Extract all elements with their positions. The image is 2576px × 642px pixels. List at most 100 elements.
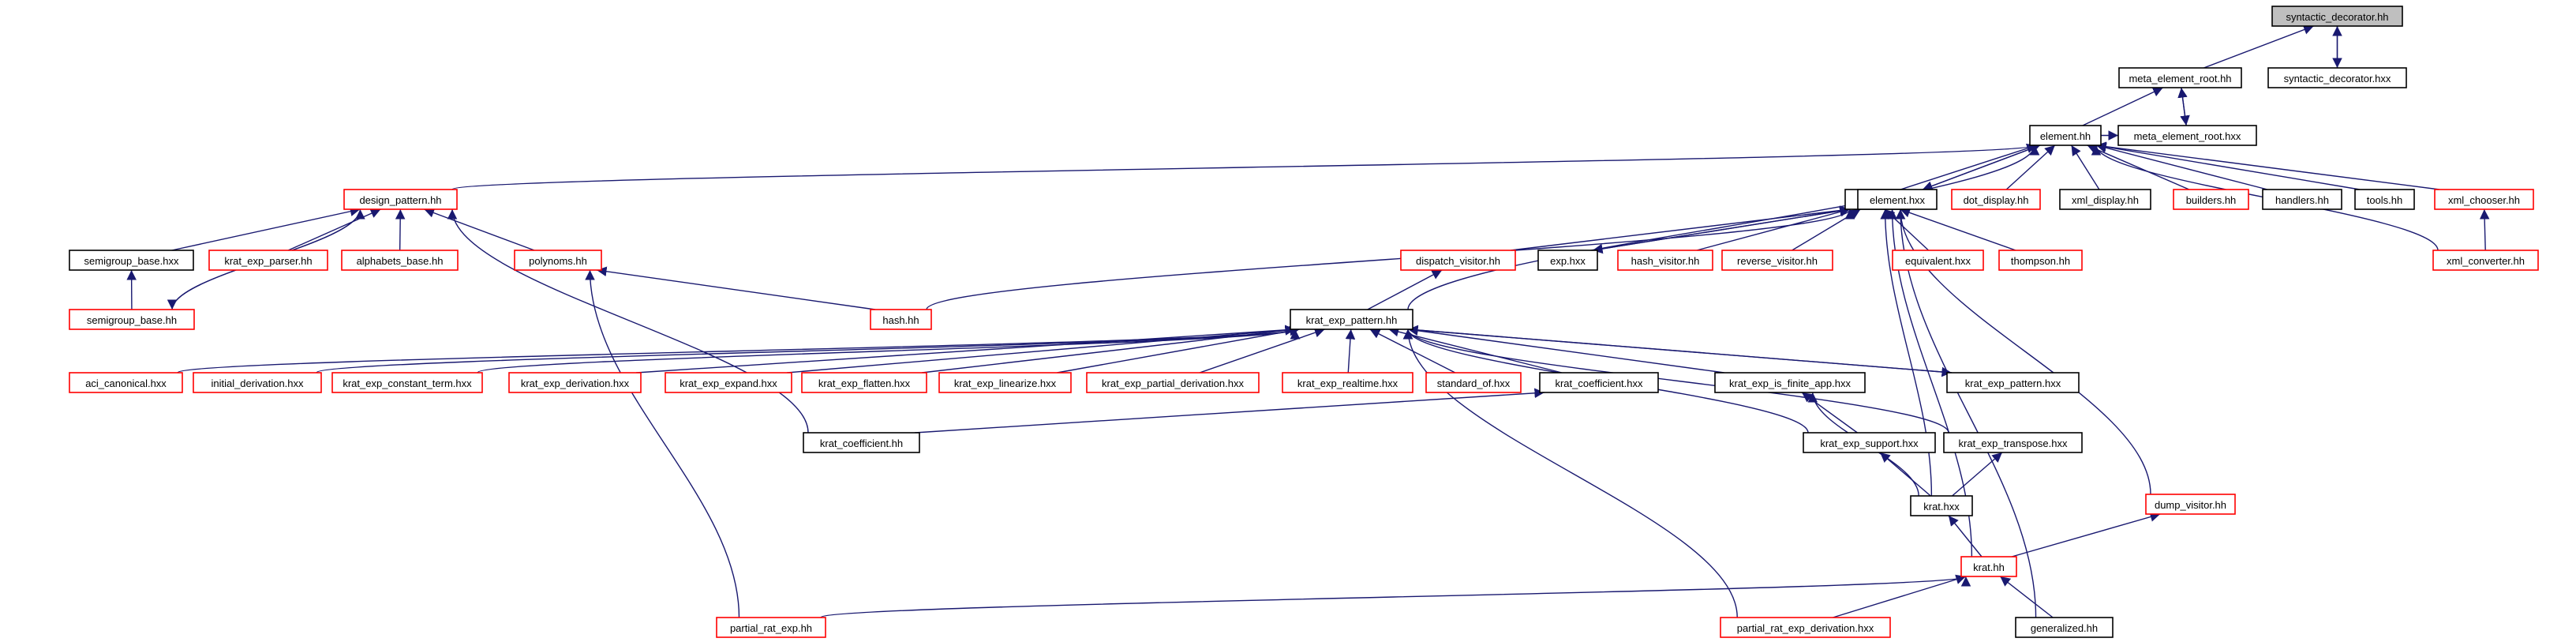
edge-exp-hh-to-element-hh bbox=[1900, 143, 2038, 190]
node-krat-coefficient-hh[interactable]: krat_coefficient.hh bbox=[803, 432, 920, 453]
edge-hash-hh-to-polynoms-hh bbox=[596, 266, 876, 310]
node-krat-exp-parser-hh[interactable]: krat_exp_parser.hh bbox=[208, 250, 328, 271]
node-hash-visitor-hh[interactable]: hash_visitor.hh bbox=[1617, 250, 1713, 271]
node-label: equivalent.hxx bbox=[1905, 255, 1971, 267]
node-box bbox=[2434, 189, 2534, 210]
edge-element-hh-to-element-hxx bbox=[1922, 145, 2041, 191]
node-box bbox=[801, 372, 927, 393]
node-partial-rat-exp-hh[interactable]: partial_rat_exp.hh bbox=[716, 617, 826, 638]
node-box bbox=[1400, 250, 1516, 271]
node-krat-exp-derivation-hxx[interactable]: krat_exp_derivation.hxx bbox=[508, 372, 642, 393]
edge-krat-coefficient-hxx-to-krat-exp-pattern-hh bbox=[1388, 326, 1563, 374]
edge-alphabets-base-hh-to-design-pattern-hh bbox=[395, 208, 406, 251]
node-dot-display-hh[interactable]: dot_display.hh bbox=[1951, 189, 2041, 210]
node-label: xml_chooser.hh bbox=[2448, 194, 2520, 206]
node-thompson-hh[interactable]: thompson.hh bbox=[1998, 250, 2083, 271]
node-alphabets-base-hh[interactable]: alphabets_base.hh bbox=[341, 250, 459, 271]
node-initial-derivation-hxx[interactable]: initial_derivation.hxx bbox=[193, 372, 322, 393]
node-label: krat_exp_support.hxx bbox=[1820, 437, 1919, 449]
node-box bbox=[514, 250, 602, 271]
node-box bbox=[2059, 189, 2151, 210]
node-dump-visitor-hh[interactable]: dump_visitor.hh bbox=[2145, 494, 2236, 515]
node-equivalent-hxx[interactable]: equivalent.hxx bbox=[1892, 250, 1984, 271]
node-handlers-hh[interactable]: handlers.hh bbox=[2262, 189, 2342, 210]
node-label: tools.hh bbox=[2367, 194, 2403, 206]
node-semigroup-base-hxx[interactable]: semigroup_base.hxx bbox=[69, 250, 194, 271]
node-element-hh[interactable]: element.hh bbox=[2029, 125, 2102, 146]
node-label: thompson.hh bbox=[2011, 255, 2070, 267]
node-krat-exp-realtime-hxx[interactable]: krat_exp_realtime.hxx bbox=[1282, 372, 1413, 393]
node-krat-exp-transpose-hxx[interactable]: krat_exp_transpose.hxx bbox=[1943, 432, 2083, 453]
node-box bbox=[331, 372, 483, 393]
node-syntactic-decorator-hxx[interactable]: syntactic_decorator.hxx bbox=[2267, 67, 2407, 88]
edge-dispatch-visitor-hh-to-exp-hh bbox=[1510, 205, 1851, 251]
node-label: generalized.hh bbox=[2031, 622, 2098, 634]
node-label: krat_exp_derivation.hxx bbox=[521, 377, 630, 389]
edge-handlers-hh-to-element-hh bbox=[2095, 143, 2268, 190]
node-dispatch-visitor-hh[interactable]: dispatch_visitor.hh bbox=[1400, 250, 1516, 271]
node-box bbox=[1951, 189, 2041, 210]
node-box bbox=[1960, 556, 2017, 577]
edge-initial-derivation-hxx-to-krat-exp-pattern-hh bbox=[316, 329, 1300, 374]
node-semigroup-base-hh[interactable]: semigroup_base.hh bbox=[69, 309, 195, 330]
node-meta-element-root-hxx[interactable]: meta_element_root.hxx bbox=[2117, 125, 2257, 146]
node-label: xml_display.hh bbox=[2072, 194, 2139, 206]
node-label: krat_exp_constant_term.hxx bbox=[343, 377, 472, 389]
edge-xml-chooser-hh-to-element-hh bbox=[2095, 141, 2440, 190]
node-box bbox=[2145, 494, 2236, 515]
node-krat-exp-partial-derivation-hxx[interactable]: krat_exp_partial_derivation.hxx bbox=[1086, 372, 1260, 393]
node-krat-exp-constant-term-hxx[interactable]: krat_exp_constant_term.hxx bbox=[331, 372, 483, 393]
node-partial-rat-exp-derivation-hxx[interactable]: partial_rat_exp_derivation.hxx bbox=[1720, 617, 1891, 638]
node-box bbox=[341, 250, 459, 271]
edge-polynoms-hh-to-design-pattern-hh bbox=[424, 208, 535, 251]
node-reverse-visitor-hh[interactable]: reverse_visitor.hh bbox=[1721, 250, 1833, 271]
node-krat-hxx[interactable]: krat.hxx bbox=[1910, 495, 1973, 516]
node-label: krat.hh bbox=[1973, 561, 2005, 573]
node-exp-hxx[interactable]: exp.hxx bbox=[1537, 250, 1598, 271]
node-krat-exp-flatten-hxx[interactable]: krat_exp_flatten.hxx bbox=[801, 372, 927, 393]
edge-generalized-hh-to-krat-hh bbox=[1999, 576, 2054, 618]
node-box bbox=[1803, 432, 1936, 453]
file-nodes: syntactic_decorator.hh meta_element_root.… bbox=[69, 6, 2539, 638]
node-box bbox=[1946, 372, 2080, 393]
edge-krat-exp-pattern-hh-to-element-hh bbox=[1407, 145, 2040, 310]
edge-partial-rat-exp-derivation-hxx-to-krat-hh bbox=[1833, 574, 1967, 618]
node-krat-exp-linearize-hxx[interactable]: krat_exp_linearize.hxx bbox=[938, 372, 1072, 393]
node-krat-coefficient-hxx[interactable]: krat_coefficient.hxx bbox=[1539, 372, 1659, 393]
node-xml-display-hh[interactable]: xml_display.hh bbox=[2059, 189, 2151, 210]
node-box bbox=[1282, 372, 1413, 393]
node-krat-hh[interactable]: krat.hh bbox=[1960, 556, 2017, 577]
node-hash-hh[interactable]: hash.hh bbox=[870, 309, 932, 330]
node-xml-chooser-hh[interactable]: xml_chooser.hh bbox=[2434, 189, 2534, 210]
node-krat-exp-support-hxx[interactable]: krat_exp_support.hxx bbox=[1803, 432, 1936, 453]
node-syntactic-decorator-hh[interactable]: syntactic_decorator.hh bbox=[2271, 6, 2403, 27]
edge-krat-coefficient-hh-to-design-pattern-hh bbox=[447, 208, 809, 434]
node-krat-exp-expand-hxx[interactable]: krat_exp_expand.hxx bbox=[665, 372, 792, 393]
node-builders-hh[interactable]: builders.hh bbox=[2173, 189, 2249, 210]
node-box bbox=[508, 372, 642, 393]
node-krat-exp-is-finite-app-hxx[interactable]: krat_exp_is_finite_app.hxx bbox=[1714, 372, 1866, 393]
edge-semigroup-base-hxx-to-design-pattern-hh bbox=[171, 206, 361, 251]
node-xml-converter-hh[interactable]: xml_converter.hh bbox=[2432, 250, 2539, 271]
node-design-pattern-hh[interactable]: design_pattern.hh bbox=[343, 189, 458, 210]
node-krat-exp-pattern-hh[interactable]: krat_exp_pattern.hh bbox=[1290, 309, 1413, 330]
node-label: element.hxx bbox=[1870, 194, 1926, 206]
node-aci-canonical-hxx[interactable]: aci_canonical.hxx bbox=[69, 372, 183, 393]
node-generalized-hh[interactable]: generalized.hh bbox=[2015, 617, 2114, 638]
node-meta-element-root-hh[interactable]: meta_element_root.hh bbox=[2118, 67, 2242, 88]
node-box bbox=[1539, 372, 1659, 393]
node-krat-exp-pattern-hxx[interactable]: krat_exp_pattern.hxx bbox=[1946, 372, 2080, 393]
node-label: dot_display.hh bbox=[1964, 194, 2029, 206]
node-label: polynoms.hh bbox=[529, 255, 587, 267]
node-standard-of-hxx[interactable]: standard_of.hxx bbox=[1425, 372, 1522, 393]
node-box bbox=[1892, 250, 1984, 271]
node-polynoms-hh[interactable]: polynoms.hh bbox=[514, 250, 602, 271]
node-box bbox=[938, 372, 1072, 393]
node-element-hxx[interactable]: element.hxx bbox=[1857, 189, 1938, 210]
node-box bbox=[2432, 250, 2539, 271]
node-tools-hh[interactable]: tools.hh bbox=[2354, 189, 2415, 210]
node-box bbox=[1721, 250, 1833, 271]
node-box bbox=[2262, 189, 2342, 210]
node-label: aci_canonical.hxx bbox=[85, 377, 167, 389]
